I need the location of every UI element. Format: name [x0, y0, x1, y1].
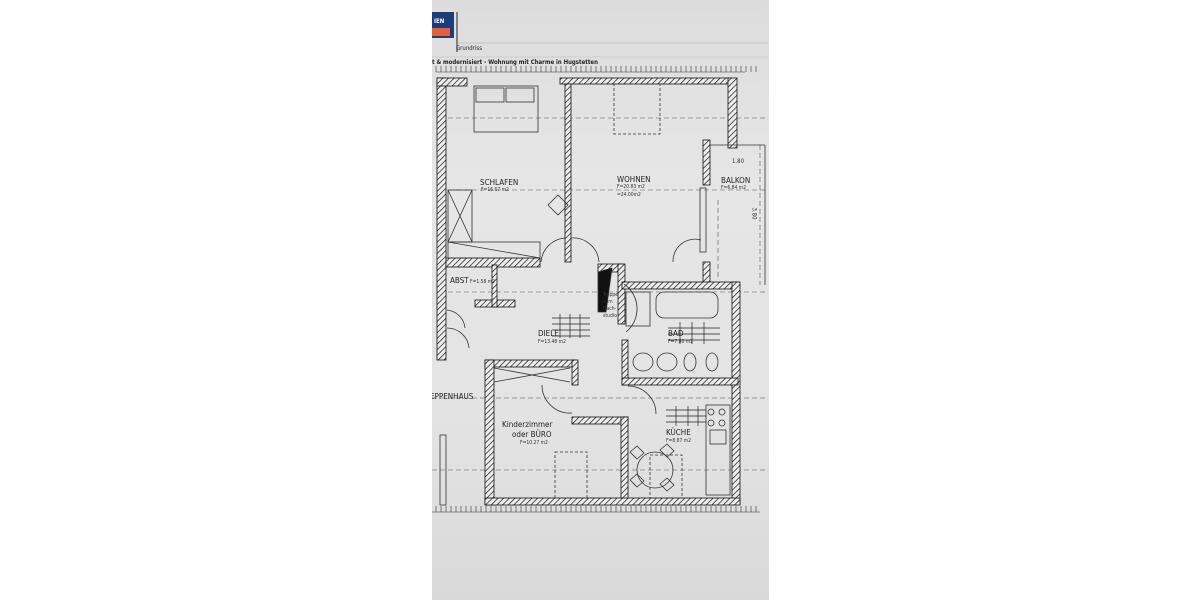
room-area-abst: F=1.58 m2 [470, 279, 496, 285]
room-area-balkon: F=6.84 m2 [721, 185, 747, 191]
logo-text: IEN [434, 18, 445, 25]
room-area-diele: F=13.48 m2 [538, 339, 566, 345]
room-label-buero: oder BÜRO [512, 430, 552, 439]
room-area-bad: F=7.80 m2 [668, 339, 694, 345]
room-label-kinderzimmer: Kinderzimmer [502, 420, 553, 429]
room-label-schlafen: SCHLAFEN [480, 178, 519, 187]
room-label-kueche: KÜCHE [666, 428, 691, 437]
room-area-kinderzimmer: F=10.27 m2 [520, 440, 548, 446]
section-label: Grundriss [456, 45, 483, 52]
room-label-wohnen: WOHNEN [617, 175, 651, 184]
room-label-bad: BAD [668, 329, 684, 338]
listing-title: t & modernisiert - Wohnung mit Charme in… [432, 59, 598, 66]
walls [436, 77, 741, 506]
room-area-wohnen-alt: =24.00m2 [617, 192, 641, 198]
room-area-kueche: F=8.87 m2 [666, 438, 692, 444]
room-area-schlafen: F=16.67 m2 [481, 187, 509, 193]
floor-plan-photo: Grundriss t & modernisiert - Wohnung mit… [432, 0, 769, 600]
room-label-diele: DIELE [538, 329, 559, 338]
room-area-wohnen: F=20.83 m2 [617, 184, 645, 190]
balkon-width: 1.80 [732, 158, 745, 165]
room-label-treppenhaus: EPPENHAUS [432, 392, 474, 401]
floor-plan-drawing [432, 12, 768, 513]
room-label-abst: ABST [450, 276, 469, 285]
room-label-balkon: BALKON [721, 176, 751, 185]
balkon-depth: 3.80 [750, 207, 758, 220]
